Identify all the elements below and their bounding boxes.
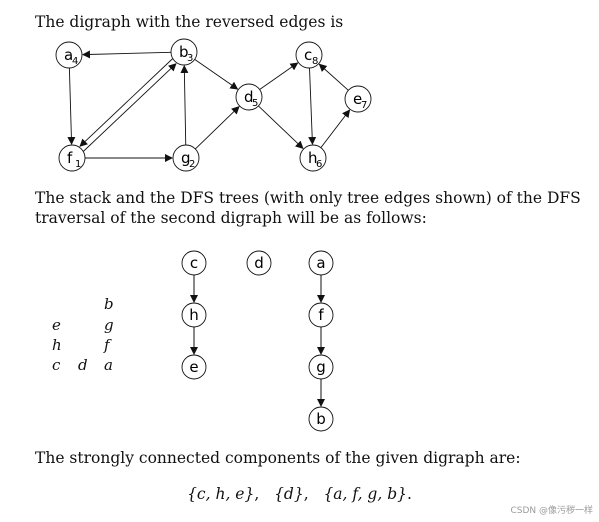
stack-col3-item: b	[104, 295, 114, 313]
tree-node-label: b	[316, 410, 326, 428]
node-b: b3	[170, 38, 198, 66]
edge-f-b	[83, 63, 177, 152]
digraph-edges	[67, 50, 351, 162]
node-circle	[299, 144, 327, 172]
node-label: e	[353, 90, 362, 108]
node-circle	[58, 144, 86, 172]
dfs-tree-2: d	[246, 250, 272, 276]
tree-node-label: a	[316, 254, 325, 272]
node-a: a4	[55, 41, 83, 69]
tree-node-label: e	[189, 358, 198, 376]
tree-node-circle	[181, 354, 207, 380]
node-circle	[55, 41, 83, 69]
separator: ,	[254, 485, 260, 503]
node-h: h6	[299, 144, 327, 172]
edge-c-h	[308, 67, 317, 146]
edge-e-c	[318, 63, 349, 91]
stack-col1-item: e	[52, 316, 61, 334]
node-circle	[344, 85, 372, 113]
node-label: d	[244, 88, 254, 106]
node-g: g2	[172, 144, 200, 172]
node-circle	[295, 41, 323, 69]
node-circle	[170, 38, 198, 66]
dfs-tree-1: c h e	[181, 250, 207, 380]
components-result: {c, h, e}, {d}, {a, f, g, b}.	[0, 484, 599, 504]
edge-b-f	[79, 58, 173, 147]
dfs-tree-3: a f g b	[308, 250, 334, 432]
tree-node-circle	[308, 406, 334, 432]
stack-col3-item: g	[104, 316, 114, 334]
edge-g-b	[180, 64, 189, 146]
tree-node-label: c	[190, 254, 198, 272]
node-subscript: 5	[252, 98, 258, 109]
node-subscript: 6	[316, 159, 322, 170]
node-subscript: 8	[312, 56, 318, 67]
paragraph-line-1: The stack and the DFS trees (with only t…	[35, 189, 581, 207]
tree-node-label: d	[254, 254, 264, 272]
node-subscript: 7	[361, 100, 367, 111]
node-label: f	[67, 149, 73, 167]
edge-d-c	[259, 62, 299, 90]
stack-col1-item: h	[52, 336, 62, 354]
edge-h-e	[320, 109, 351, 148]
node-e: e7	[344, 85, 372, 113]
node-label: g	[181, 149, 191, 167]
node-d: d5	[235, 83, 263, 111]
node-circle	[235, 83, 263, 111]
stack-col3-item: a	[104, 356, 113, 374]
terminator: .	[407, 485, 412, 503]
stack-col3-item: f	[104, 336, 110, 354]
separator: ,	[303, 485, 309, 503]
component-3: {a, f, g, b}	[323, 485, 407, 503]
components-intro: The strongly connected components of the…	[35, 449, 521, 467]
watermark: CSDN @像污秽一样	[510, 506, 593, 516]
stack-col1-item: c	[52, 356, 61, 374]
stack-col2-item: d	[78, 356, 88, 374]
edge-d-h	[258, 105, 304, 150]
paragraph-line-2: traversal of the second digraph will be …	[35, 209, 427, 227]
edge-a-f	[67, 67, 76, 146]
edge-b-a	[81, 50, 172, 59]
tree-node-label: g	[316, 358, 326, 376]
node-label: b	[179, 43, 189, 61]
node-subscript: 4	[72, 56, 78, 67]
tree-node-label: h	[189, 306, 199, 324]
component-1: {c, h, e}	[187, 485, 255, 503]
component-2: {d}	[274, 485, 304, 503]
edge-g-d	[195, 106, 240, 150]
node-label: a	[64, 46, 73, 64]
node-label: c	[304, 46, 312, 64]
node-subscript: 1	[75, 159, 81, 170]
tree-node-circle	[246, 250, 272, 276]
edge-b-d	[194, 59, 239, 90]
node-circle	[172, 144, 200, 172]
node-subscript: 3	[187, 53, 193, 64]
tree-node-label: f	[318, 306, 324, 324]
dfs-trees: c h e d a f g b	[181, 250, 334, 432]
node-label: h	[308, 149, 318, 167]
node-subscript: 2	[189, 159, 195, 170]
intro-text: The digraph with the reversed edges is	[35, 13, 344, 31]
